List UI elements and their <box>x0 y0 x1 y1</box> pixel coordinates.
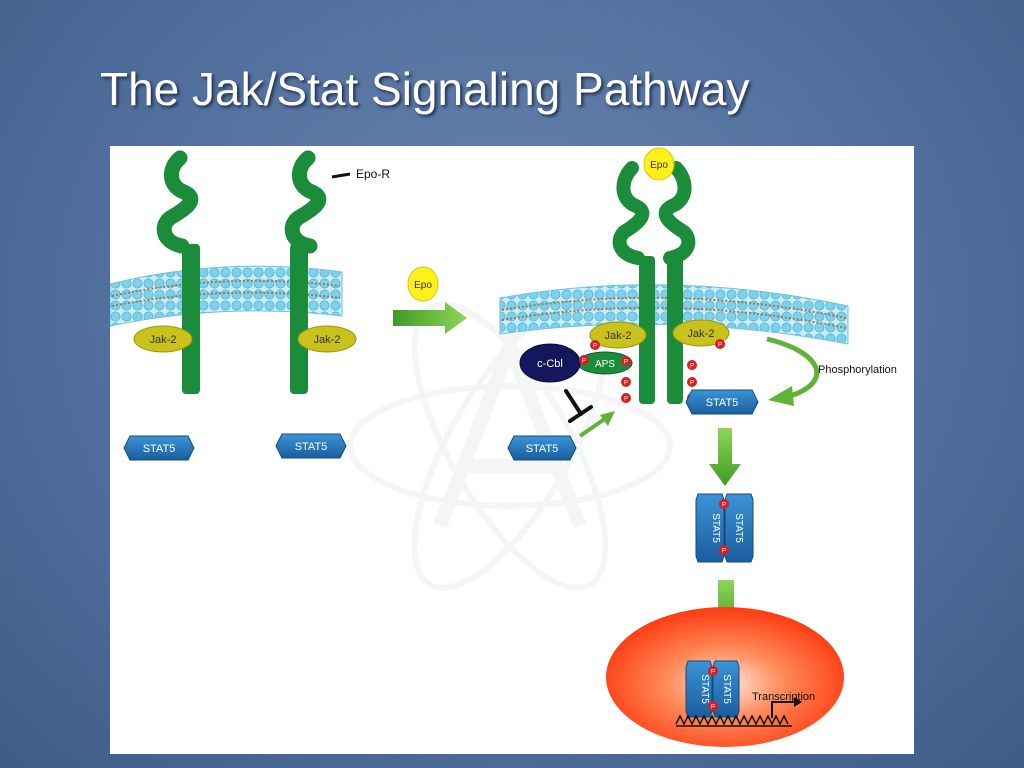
jak2-right-2: Jak-2 <box>672 319 730 347</box>
svg-text:P: P <box>624 397 628 403</box>
phospho-site: P <box>715 339 725 349</box>
jak2-right-1: Jak-2 <box>589 321 647 349</box>
svg-text:P: P <box>711 705 715 711</box>
svg-text:P: P <box>722 549 726 555</box>
svg-text:STAT5: STAT5 <box>710 513 721 543</box>
svg-text:P: P <box>582 359 586 365</box>
dimerization-arrow <box>709 428 741 486</box>
svg-text:P: P <box>624 360 628 366</box>
svg-text:Epo: Epo <box>414 280 432 291</box>
epo-ligand-free: Epo <box>407 266 439 302</box>
svg-text:c-Cbl: c-Cbl <box>537 358 563 370</box>
phospho-site: P <box>719 499 729 509</box>
phospho-site: P <box>708 666 718 676</box>
stat5-left-1: STAT5 <box>123 435 195 461</box>
phospho-site: P <box>621 377 631 387</box>
svg-text:Jak-2: Jak-2 <box>688 328 715 340</box>
inhibition-symbol <box>564 389 593 423</box>
svg-text:P: P <box>722 503 726 509</box>
transcription-label: Transcription <box>752 691 815 703</box>
svg-text:P: P <box>718 343 722 349</box>
dna-strand <box>675 714 789 726</box>
svg-text:Jak-2: Jak-2 <box>605 330 632 342</box>
membrane-left <box>110 265 343 327</box>
svg-text:STAT5: STAT5 <box>295 441 328 453</box>
phospho-site: P <box>719 545 729 555</box>
jak2-left-2: Jak-2 <box>297 325 357 353</box>
svg-text:APS: APS <box>595 359 615 370</box>
epo-receptor-left-2 <box>284 150 327 394</box>
svg-text:STAT5: STAT5 <box>721 674 732 704</box>
jak2-left-1: Jak-2 <box>133 325 193 353</box>
phospho-site: P <box>621 356 631 366</box>
slide-title: The Jak/Stat Signaling Pathway <box>100 63 750 115</box>
pathway-figure: Epo-R Jak-2 Jak-2 STAT5 STAT5 Epo Epo <box>110 146 914 754</box>
phospho-site: P <box>687 360 697 370</box>
epo-ligand-bound: Epo <box>643 147 675 181</box>
svg-text:STAT5: STAT5 <box>143 443 176 455</box>
svg-text:STAT5: STAT5 <box>706 397 739 409</box>
stat5-docked: STAT5 <box>685 389 759 415</box>
svg-text:Jak-2: Jak-2 <box>150 334 177 346</box>
svg-text:P: P <box>593 344 597 350</box>
svg-text:P: P <box>624 381 628 387</box>
transcription-start-arrow <box>771 697 802 718</box>
phosphorylation-label: Phosphorylation <box>818 364 897 376</box>
stat5-docking-arrow <box>578 411 615 438</box>
svg-text:Epo: Epo <box>650 160 668 171</box>
svg-text:P: P <box>690 381 694 387</box>
svg-text:STAT5: STAT5 <box>526 443 559 455</box>
epo-r-label: Epo-R <box>356 167 390 181</box>
phosphorylation-arrow <box>766 336 820 406</box>
svg-text:STAT5: STAT5 <box>733 513 744 543</box>
phospho-site: P <box>579 355 589 365</box>
stat5-dimer-nuclear: STAT5 STAT5 P P <box>685 660 740 718</box>
epo-r-pointer <box>331 172 351 179</box>
stat5-left-2: STAT5 <box>275 433 347 459</box>
stat5-free-right: STAT5 <box>507 435 577 461</box>
svg-text:STAT5: STAT5 <box>699 674 710 704</box>
activation-arrow <box>393 302 467 334</box>
epo-receptor-right-1 <box>612 161 655 404</box>
svg-text:P: P <box>711 670 715 676</box>
phospho-site: P <box>687 377 697 387</box>
phospho-site: P <box>708 701 718 711</box>
c-cbl-inhibitor: c-Cbl <box>519 343 581 383</box>
svg-text:P: P <box>690 364 694 370</box>
phospho-site: P <box>621 393 631 403</box>
phospho-site: P <box>590 340 600 350</box>
epo-receptor-left-1 <box>156 150 200 394</box>
svg-text:Jak-2: Jak-2 <box>314 334 341 346</box>
stat5-dimer: STAT5 STAT5 P P <box>695 493 754 563</box>
